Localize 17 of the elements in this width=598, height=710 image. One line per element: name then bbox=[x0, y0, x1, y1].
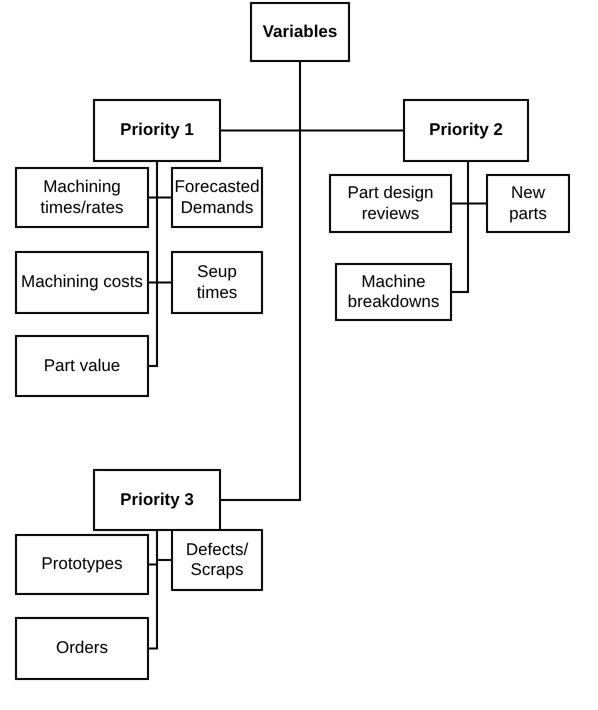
category-box: Priority 3 bbox=[93, 469, 221, 531]
connector-line bbox=[149, 162, 158, 367]
variable-box: Orders bbox=[15, 617, 149, 680]
variable-box: Machining costs bbox=[15, 251, 149, 314]
category-box: Priority 2 bbox=[403, 99, 529, 162]
category-box: Variables bbox=[250, 2, 350, 62]
variable-box: Machining times/rates bbox=[15, 167, 149, 228]
variable-box: Prototypes bbox=[15, 534, 149, 595]
connector-line bbox=[452, 162, 469, 293]
variable-box: Forecasted Demands bbox=[171, 167, 263, 228]
variable-box: Defects/ Scraps bbox=[171, 529, 263, 591]
variable-box: Machine breakdowns bbox=[335, 263, 452, 321]
variable-box: Part value bbox=[15, 335, 149, 397]
variable-box: Part design reviews bbox=[329, 174, 452, 233]
variable-box: New parts bbox=[486, 174, 570, 233]
category-box: Priority 1 bbox=[93, 99, 221, 162]
variable-box: Seup times bbox=[171, 251, 263, 314]
